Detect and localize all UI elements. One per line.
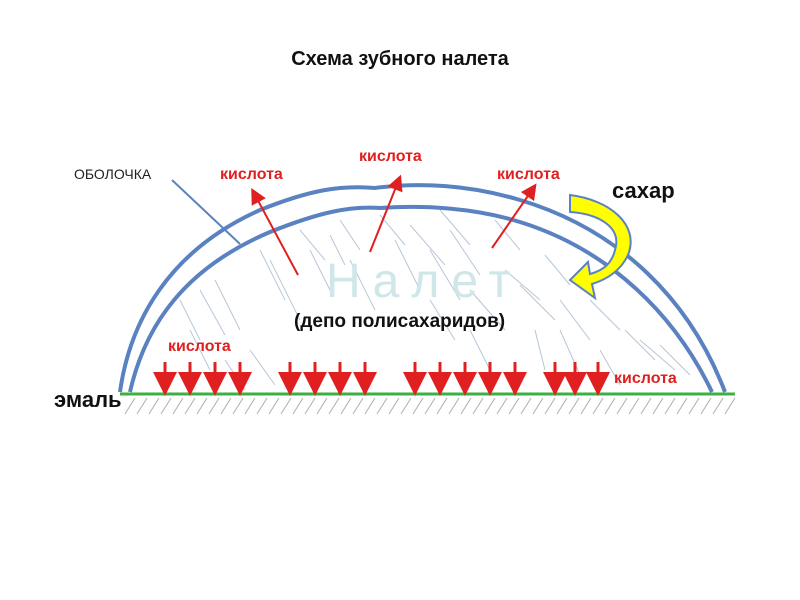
hatch-line xyxy=(269,398,279,414)
plaque-fiber xyxy=(340,220,360,250)
plaque-fiber xyxy=(535,330,545,370)
hatch-line xyxy=(197,398,207,414)
hatch-line xyxy=(413,398,423,414)
hatch-line xyxy=(689,398,699,414)
acid-label-bottom-right: кислота xyxy=(614,368,689,390)
hatch-line xyxy=(317,398,327,414)
hatch-line xyxy=(161,398,171,414)
hatch-line xyxy=(461,398,471,414)
membrane-label: ОБОЛОЧКА xyxy=(74,164,174,184)
hatch-line xyxy=(677,398,687,414)
plaque-fiber xyxy=(180,300,200,340)
hatch-line xyxy=(449,398,459,414)
hatch-line xyxy=(581,398,591,414)
acid-label-center: кислота xyxy=(359,146,434,168)
page-title: Схема зубного налета xyxy=(0,48,800,71)
hatch-line xyxy=(257,398,267,414)
plaque-fiber xyxy=(250,350,275,385)
acid-label-bottom-left: кислота xyxy=(168,336,243,358)
hatch-line xyxy=(629,398,639,414)
hatch-line xyxy=(437,398,447,414)
hatch-line xyxy=(401,398,411,414)
hatch-line xyxy=(389,398,399,414)
hatch-line xyxy=(293,398,303,414)
membrane-pointer-line xyxy=(172,180,240,244)
plaque-fiber xyxy=(200,290,225,335)
plaque-fiber xyxy=(470,330,490,370)
hatch-line xyxy=(221,398,231,414)
hatch-line xyxy=(305,398,315,414)
plaque-fiber xyxy=(560,300,590,340)
plaque-fiber xyxy=(215,280,240,330)
plaque-fiber xyxy=(260,250,285,300)
hatch-line xyxy=(473,398,483,414)
hatch-line xyxy=(209,398,219,414)
hatch-line xyxy=(725,398,735,414)
acid-down-arrows xyxy=(165,362,598,384)
plaque-fiber xyxy=(560,330,580,375)
hatch-line xyxy=(377,398,387,414)
plaque-fiber xyxy=(545,255,570,285)
hatch-line xyxy=(185,398,195,414)
hatch-line xyxy=(173,398,183,414)
hatch-line xyxy=(557,398,567,414)
hatch-line xyxy=(341,398,351,414)
polysaccharide-depot-label: (депо полисахаридов) xyxy=(294,308,524,336)
hatch-line xyxy=(569,398,579,414)
acid-label-right: кислота xyxy=(497,164,572,186)
acid-arrow-center xyxy=(370,182,398,252)
hatch-line xyxy=(329,398,339,414)
hatch-line xyxy=(641,398,651,414)
enamel-hatching xyxy=(125,398,735,414)
plaque-fiber xyxy=(590,300,620,330)
plaque-fiber xyxy=(625,330,655,360)
hatch-line xyxy=(509,398,519,414)
sugar-label: сахар xyxy=(612,178,682,204)
hatch-line xyxy=(365,398,375,414)
hatch-line xyxy=(593,398,603,414)
hatch-line xyxy=(425,398,435,414)
hatch-line xyxy=(245,398,255,414)
hatch-line xyxy=(485,398,495,414)
hatch-line xyxy=(545,398,555,414)
hatch-line xyxy=(533,398,543,414)
hatch-line xyxy=(701,398,711,414)
hatch-line xyxy=(233,398,243,414)
hatch-line xyxy=(713,398,723,414)
acid-label-left: кислота xyxy=(220,164,295,186)
plaque-fiber xyxy=(225,360,245,390)
hatch-line xyxy=(665,398,675,414)
hatch-line xyxy=(521,398,531,414)
hatch-line xyxy=(617,398,627,414)
hatch-line xyxy=(497,398,507,414)
enamel-label: эмаль xyxy=(54,386,129,414)
hatch-line xyxy=(281,398,291,414)
hatch-line xyxy=(653,398,663,414)
hatch-line xyxy=(149,398,159,414)
hatch-line xyxy=(353,398,363,414)
hatch-line xyxy=(137,398,147,414)
plaque-watermark-label: Налет xyxy=(326,256,526,308)
hatch-line xyxy=(605,398,615,414)
plaque-fiber xyxy=(440,210,470,245)
